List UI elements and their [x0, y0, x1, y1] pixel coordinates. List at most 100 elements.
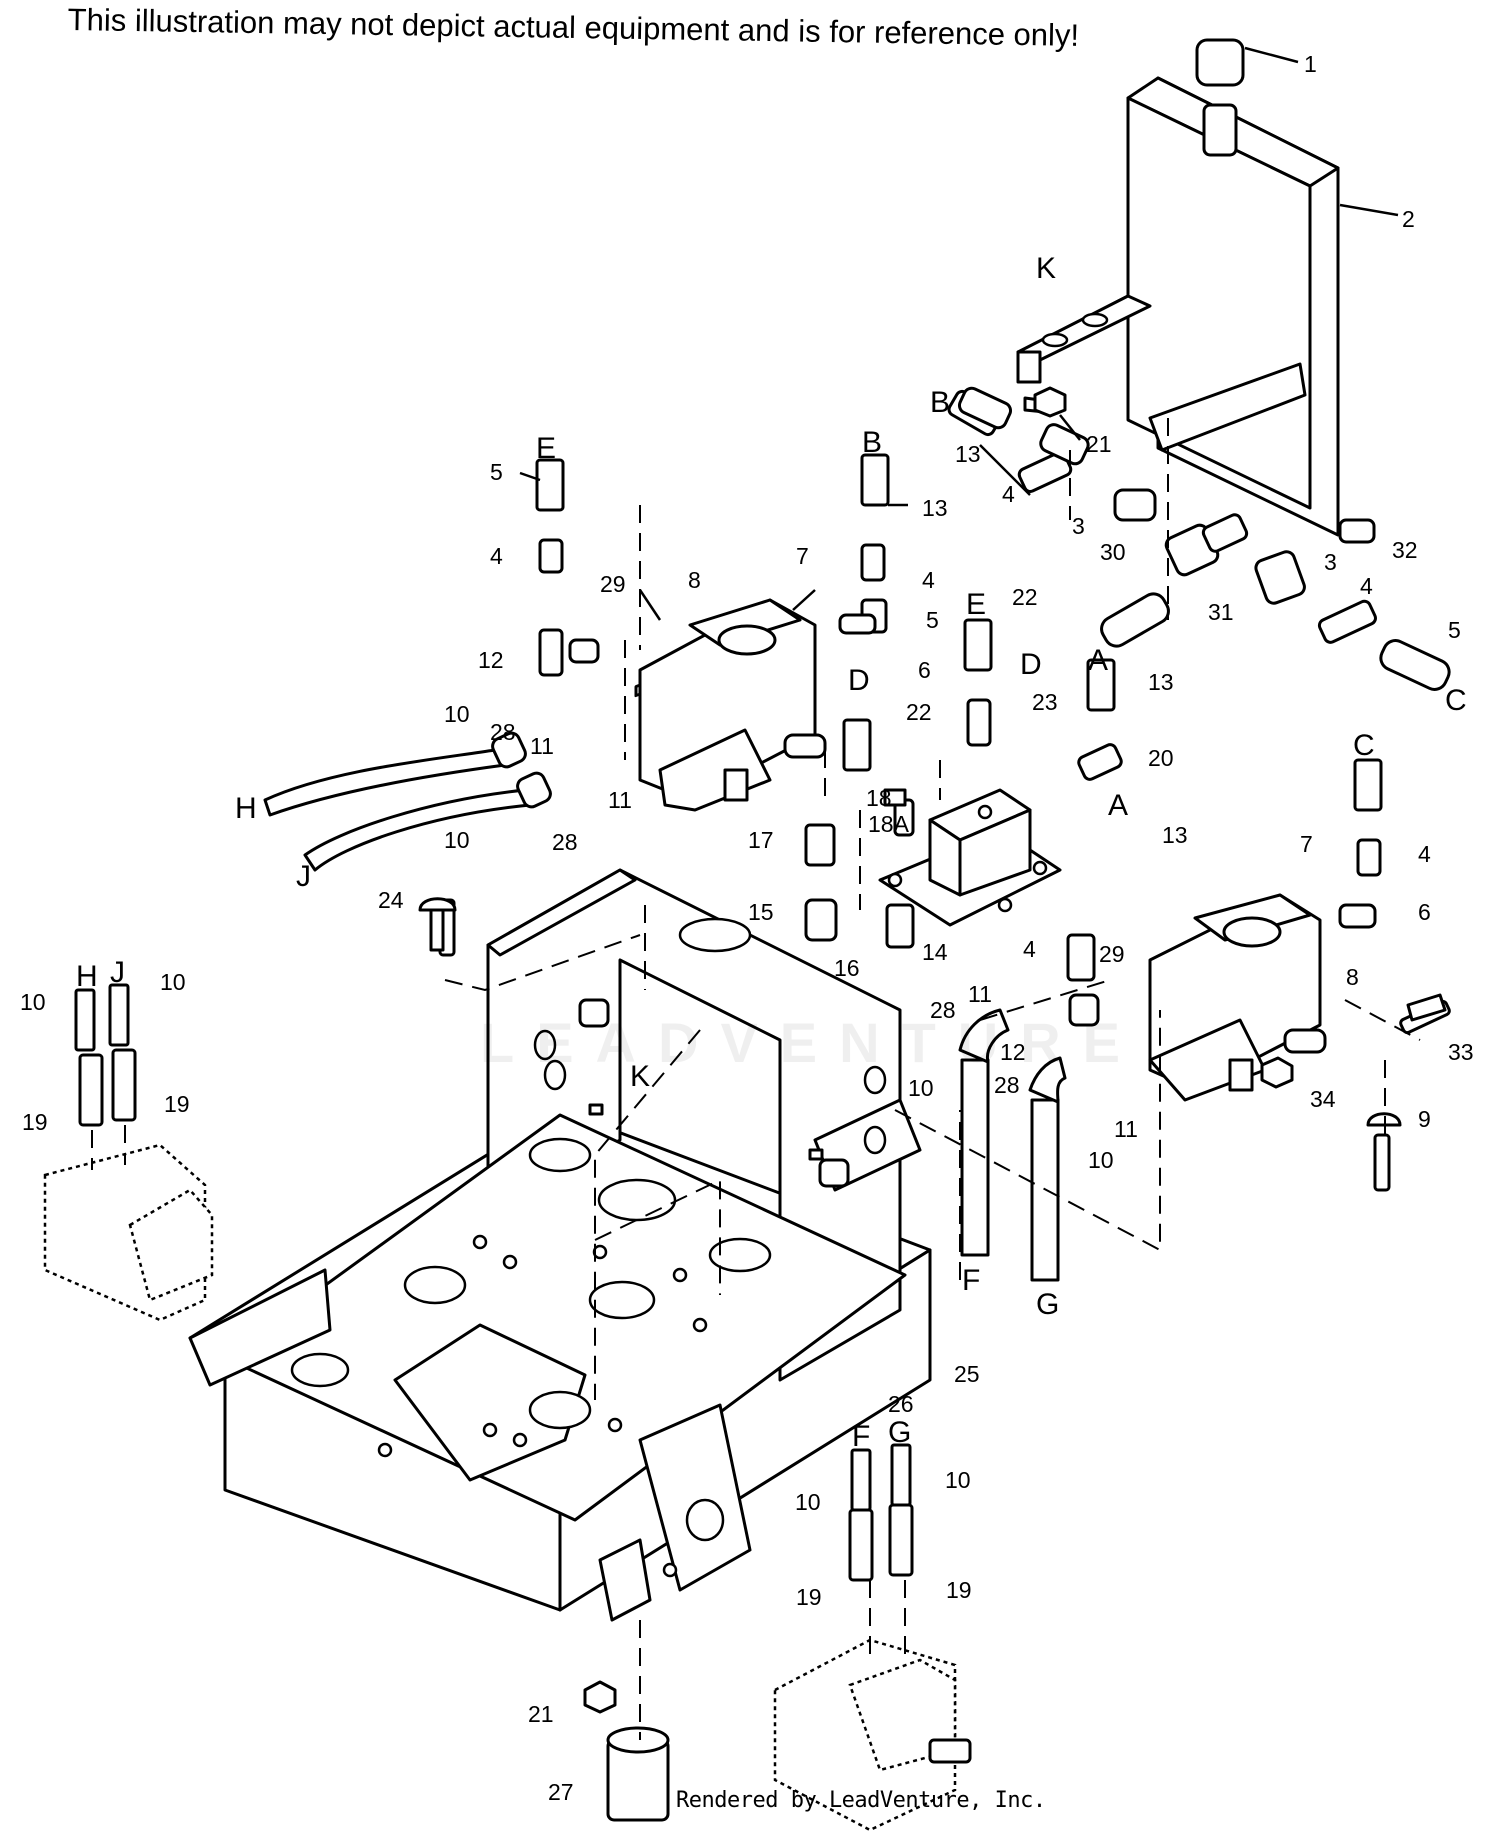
- callout-14: 14: [922, 939, 948, 965]
- main-frame: [188, 680, 932, 1622]
- conn-a-tube: A: [1088, 644, 1108, 677]
- conn-d-tube: D: [848, 664, 870, 697]
- callout-13a: 13: [955, 441, 981, 467]
- callout-5c: 5: [1448, 617, 1461, 643]
- callout-3b: 3: [1324, 549, 1337, 575]
- conn-f-hose: F: [962, 1264, 980, 1297]
- callout-3a: 3: [1072, 513, 1085, 539]
- callout-23: 23: [1032, 689, 1058, 715]
- conn-h-pump: H: [76, 960, 98, 993]
- conn-a-lower: A: [1108, 789, 1128, 822]
- callout-28c: 28: [930, 997, 956, 1023]
- control-valve-upper: [638, 598, 827, 812]
- callout-33: 33: [1448, 1039, 1474, 1065]
- assembly-lines: [91, 418, 1421, 1740]
- callout-18a: 18A: [868, 811, 910, 837]
- callout-17: 17: [748, 827, 774, 853]
- callout-labels: 1 2 3 3 4 4 4 4 4 4 5 5 5 6 6 7 7 8 8 9 …: [20, 51, 1474, 1805]
- callout-29a: 29: [600, 571, 626, 597]
- callout-21b: 21: [528, 1701, 554, 1727]
- conn-j-hose: J: [296, 860, 311, 893]
- callout-10f: 10: [1088, 1147, 1114, 1173]
- fittings: [438, 386, 1451, 1192]
- callout-20: 20: [1148, 745, 1174, 771]
- hoses-h-j: [263, 731, 552, 872]
- conn-h-hose: H: [235, 792, 257, 825]
- callout-11c: 11: [968, 981, 992, 1007]
- callout-22b: 22: [906, 699, 932, 725]
- callout-10g: 10: [795, 1489, 821, 1515]
- conn-b-tube: B: [862, 426, 882, 459]
- conn-g-hose: G: [1036, 1288, 1059, 1321]
- callout-19a: 19: [22, 1109, 48, 1135]
- pump-left: [43, 983, 214, 1322]
- footer-credit: Rendered by LeadVenture, Inc.: [676, 1788, 1046, 1813]
- callout-1: 1: [1304, 51, 1317, 77]
- callout-6a: 6: [918, 657, 931, 683]
- callout-16: 16: [834, 955, 860, 981]
- callout-29b: 29: [1099, 941, 1125, 967]
- callout-13c: 13: [1148, 669, 1174, 695]
- callout-30: 30: [1100, 539, 1126, 565]
- callout-12b: 12: [1000, 1039, 1026, 1065]
- callout-4d: 4: [1360, 573, 1373, 599]
- conn-f-pump: F: [852, 1420, 870, 1453]
- callout-28a: 28: [490, 719, 516, 745]
- callout-10e: 10: [908, 1075, 934, 1101]
- callout-5a: 5: [490, 459, 503, 485]
- oil-filter: [583, 1680, 670, 1822]
- callout-4c: 4: [922, 567, 935, 593]
- callout-28d: 28: [994, 1072, 1020, 1098]
- conn-e-tube: E: [536, 432, 556, 465]
- conn-b-line: B: [930, 386, 950, 419]
- callout-10a: 10: [444, 701, 470, 727]
- callout-7a: 7: [796, 543, 809, 569]
- callout-32: 32: [1392, 537, 1418, 563]
- filter-mount: [878, 788, 1062, 927]
- callout-12a: 12: [478, 647, 504, 673]
- callout-19d: 19: [946, 1577, 972, 1603]
- conn-g-pump: G: [888, 1416, 911, 1449]
- callout-7b: 7: [1300, 831, 1313, 857]
- callout-8b: 8: [1346, 964, 1359, 990]
- callout-13b: 13: [922, 495, 948, 521]
- callout-4b: 4: [490, 543, 503, 569]
- callout-19c: 19: [796, 1584, 822, 1610]
- callout-11d: 11: [1114, 1116, 1138, 1142]
- callout-4e: 4: [1418, 841, 1431, 867]
- callout-10h: 10: [945, 1467, 971, 1493]
- callout-13d: 13: [1162, 822, 1188, 848]
- callout-4f: 4: [1023, 936, 1036, 962]
- conn-c-line: C: [1445, 684, 1467, 717]
- callout-31: 31: [1208, 599, 1234, 625]
- bracket-k: [1016, 294, 1152, 414]
- callout-21a: 21: [1086, 431, 1112, 457]
- callout-34: 34: [1310, 1086, 1336, 1112]
- conn-e-fitting: E: [966, 588, 986, 621]
- callout-19b: 19: [164, 1091, 190, 1117]
- leaders: [519, 46, 1399, 621]
- callout-18: 18: [866, 785, 892, 811]
- callout-15: 15: [748, 899, 774, 925]
- callout-2: 2: [1402, 206, 1415, 232]
- conn-k-frame: K: [630, 1060, 650, 1093]
- callout-9: 9: [1418, 1106, 1431, 1132]
- conn-d-line: D: [1020, 648, 1042, 681]
- callout-4a: 4: [1002, 481, 1015, 507]
- callout-8a: 8: [688, 567, 701, 593]
- conn-c-tube: C: [1353, 729, 1375, 762]
- callout-24: 24: [378, 887, 404, 913]
- callout-11a: 11: [530, 733, 554, 759]
- watermark: LEADVENTURE: [480, 1011, 1143, 1074]
- callout-25: 25: [954, 1361, 980, 1387]
- callout-5b: 5: [926, 607, 939, 633]
- callout-26: 26: [888, 1391, 914, 1417]
- bolts: [418, 386, 1447, 1127]
- conn-j-pump: J: [110, 956, 125, 989]
- callout-22a: 22: [1012, 584, 1038, 610]
- callout-28b: 28: [552, 829, 578, 855]
- pump-right: [773, 1443, 972, 1832]
- control-valve-lower: [1148, 893, 1327, 1102]
